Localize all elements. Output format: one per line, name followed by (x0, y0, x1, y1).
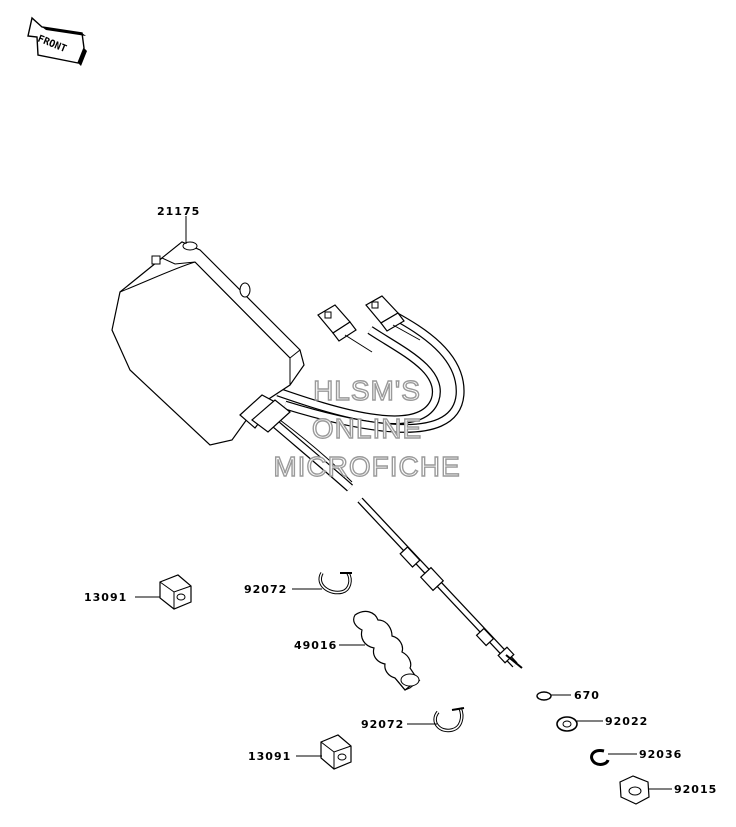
watermark-line-1: HLSM'S (313, 375, 421, 406)
label-92022: 92022 (605, 715, 648, 728)
rubber-boot (353, 610, 421, 691)
label-92072-top: 92072 (244, 583, 287, 596)
label-21175: 21175 (157, 205, 200, 218)
rubber-block-top (159, 574, 192, 610)
label-92015: 92015 (674, 783, 717, 796)
hex-nut (619, 775, 650, 805)
label-670: 670 (574, 689, 600, 702)
throttle-cable (357, 497, 523, 669)
rubber-block-bottom (320, 734, 352, 770)
label-13091-top: 13091 (84, 591, 127, 604)
watermark-line-3: MICROFICHE (273, 451, 460, 482)
front-arrow-icon: FRONT (27, 16, 87, 66)
washer (556, 716, 578, 732)
o-ring (536, 691, 552, 701)
label-13091-bottom: 13091 (248, 750, 291, 763)
circlip (590, 748, 610, 766)
hose-clamp-bottom (433, 707, 465, 733)
connector-right (365, 295, 421, 341)
hose-clamp-top (318, 572, 352, 595)
watermark-line-2: ONLINE (312, 413, 422, 444)
control-unit (111, 241, 305, 446)
connector-left (317, 304, 373, 353)
label-92072-bottom: 92072 (361, 718, 404, 731)
label-49016: 49016 (294, 639, 337, 652)
label-92036: 92036 (639, 748, 682, 761)
